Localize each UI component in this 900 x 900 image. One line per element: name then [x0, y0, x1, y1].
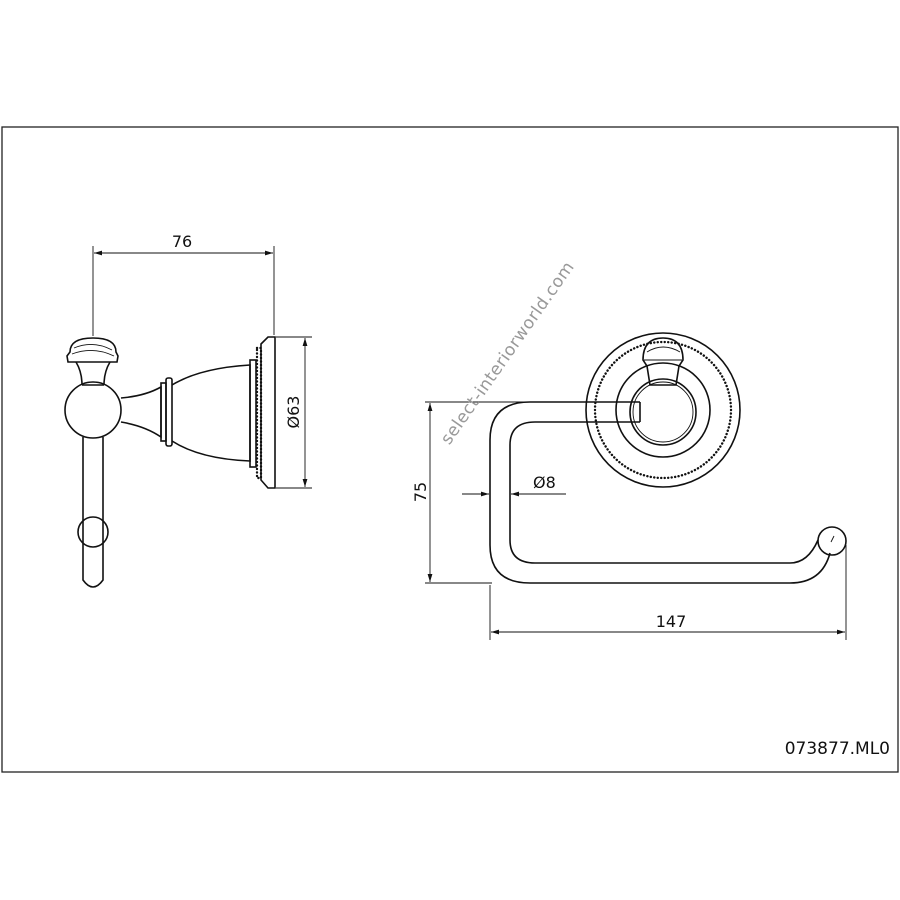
product-code: 073877.ML0 [785, 739, 890, 759]
dimension-label-8: Ø8 [533, 473, 556, 492]
dimension-75: 75 [411, 401, 530, 584]
dimension-diameter-63: Ø63 [276, 336, 312, 489]
dimension-76: 76 [92, 232, 275, 336]
drawing-frame [1, 126, 899, 773]
dimension-label-63: Ø63 [284, 396, 303, 429]
dimension-147: 147 [489, 545, 847, 640]
side-view [64, 336, 276, 588]
dimension-label-76: 76 [172, 232, 192, 251]
front-view [489, 332, 847, 584]
dimension-diameter-8: Ø8 [462, 473, 566, 497]
dimension-label-75: 75 [411, 482, 430, 502]
watermark: select-interiorworld.com [437, 258, 579, 449]
dimension-label-147: 147 [656, 612, 687, 631]
